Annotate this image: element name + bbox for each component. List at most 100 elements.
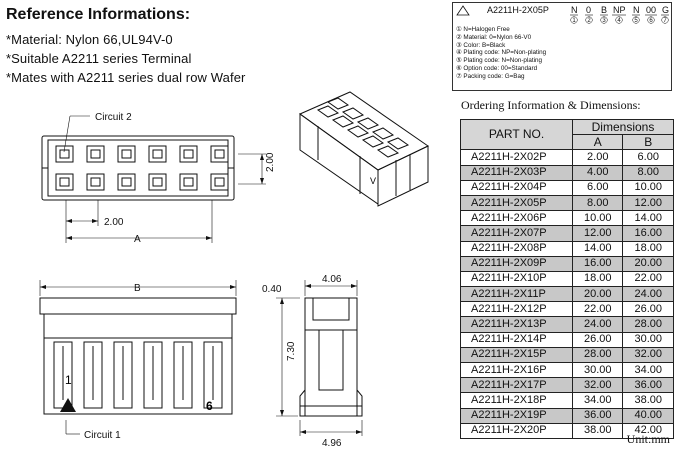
- part-number-cell: A2211H-2X10P: [460, 270, 573, 288]
- part-number-cell: A2211H-2X11P: [460, 286, 573, 303]
- dim-b: B: [134, 283, 141, 294]
- part-number-cell: A2211H-2X04P: [460, 179, 573, 196]
- dimension-b-cell: 32.00: [622, 346, 674, 364]
- dimension-a-cell: 32.00: [571, 377, 624, 394]
- contact-cavity: [179, 173, 198, 191]
- pin6-label: 6: [206, 399, 213, 413]
- part-number-cell: A2211H-2X20P: [460, 422, 573, 439]
- dim-height: 7.30: [286, 341, 297, 361]
- dimension-b-cell: 18.00: [622, 240, 674, 257]
- contact-cavity: [117, 145, 136, 163]
- part-number-cell: A2211H-2X08P: [460, 240, 573, 257]
- contact-cavity: [117, 173, 136, 191]
- dimension-b-cell: 12.00: [622, 194, 674, 212]
- cavity-opening: [214, 149, 225, 159]
- iso-cavity: [386, 137, 410, 150]
- col-a-header: A: [571, 134, 624, 151]
- part-number-cell: A2211H-2X17P: [460, 377, 573, 394]
- cavity-opening: [90, 149, 101, 159]
- contact-cavity: [210, 145, 229, 163]
- dimension-b-cell: 24.00: [622, 286, 674, 303]
- latch-slot: [113, 341, 133, 409]
- latch-slot: [143, 341, 163, 409]
- legend-num-4: 4: [617, 18, 621, 24]
- dimension-b-cell: 10.00: [622, 179, 674, 196]
- latch-slot: [173, 341, 193, 409]
- legend-items: ① N=Halogen Free ② Material: 0=Nylon 66-…: [456, 26, 546, 81]
- contact-cavity: [55, 173, 74, 191]
- dimension-a-cell: 18.00: [571, 270, 624, 288]
- iso-cavity: [376, 145, 400, 158]
- iso-cavity: [326, 97, 350, 110]
- pin1-label: 1: [65, 373, 72, 387]
- iso-cavity: [371, 127, 395, 140]
- iso-cavity: [346, 125, 370, 138]
- legend-item: ⑤ Plating code: N=Non-plating: [456, 57, 542, 65]
- dimension-a-cell: 20.00: [571, 286, 624, 303]
- spec-mates: *Mates with A2211 series dual row Wafer: [6, 70, 246, 85]
- contact-cavity: [148, 145, 167, 163]
- part-number-cell: A2211H-2X18P: [460, 392, 573, 409]
- dimension-b-cell: 22.00: [622, 270, 674, 288]
- spec-material: *Material: Nylon 66,UL94V-0: [6, 32, 173, 47]
- part-number-cell: A2211H-2X14P: [460, 331, 573, 348]
- dimension-a-cell: 16.00: [571, 255, 624, 272]
- dimension-a-cell: 2.00: [571, 149, 624, 166]
- col-b-header: B: [622, 134, 674, 151]
- iso-cavity: [331, 115, 355, 128]
- dimension-b-cell: 16.00: [622, 225, 674, 242]
- dimension-b-cell: 40.00: [622, 407, 674, 424]
- dimension-a-cell: 38.00: [571, 422, 624, 439]
- dimension-a-cell: 24.00: [571, 316, 624, 333]
- iso-polarity-mark: V: [370, 176, 376, 186]
- reference-heading: Reference Informations:: [6, 6, 191, 23]
- part-number-cell: A2211H-2X13P: [460, 316, 573, 333]
- contact-cavity: [55, 145, 74, 163]
- legend-code-0: 0: [586, 5, 591, 15]
- part-number-cell: A2211H-2X06P: [460, 210, 573, 227]
- contact-cavity: [86, 173, 105, 191]
- dimension-a-cell: 30.00: [571, 361, 624, 379]
- dimension-a-cell: 4.00: [571, 164, 624, 181]
- cavity-opening: [183, 177, 194, 187]
- legend-graphics: A2211H-2X05P N 0 B NP N 00 G 1 2 3 4 5 6…: [456, 5, 669, 24]
- dimension-b-cell: 26.00: [622, 301, 674, 318]
- dimension-b-cell: 14.00: [622, 210, 674, 227]
- dim-pitch-vertical: 2.00: [265, 152, 276, 172]
- dimension-a-cell: 28.00: [571, 346, 624, 364]
- side-view: [299, 297, 363, 417]
- cavity-opening: [214, 177, 225, 187]
- dim-pitch-horizontal: 2.00: [104, 217, 124, 228]
- legend-code-00: 00: [646, 5, 656, 15]
- dimension-b-cell: 20.00: [622, 255, 674, 272]
- dimension-b-cell: 42.00: [622, 422, 674, 439]
- dim-width-top: 4.06: [322, 274, 342, 285]
- contact-cavity: [210, 173, 229, 191]
- dimension-a-cell: 10.00: [571, 210, 624, 227]
- dimension-a-cell: 34.00: [571, 392, 624, 409]
- latch-slot: [83, 341, 103, 409]
- legend-code-g: G: [662, 5, 669, 15]
- iso-cavity: [316, 105, 340, 118]
- dimension-b-cell: 36.00: [622, 377, 674, 394]
- legend-num-3: 3: [602, 18, 606, 24]
- part-number-cell: A2211H-2X05P: [460, 194, 573, 212]
- legend-item: ① N=Halogen Free: [456, 26, 510, 33]
- iso-cavity: [356, 117, 380, 130]
